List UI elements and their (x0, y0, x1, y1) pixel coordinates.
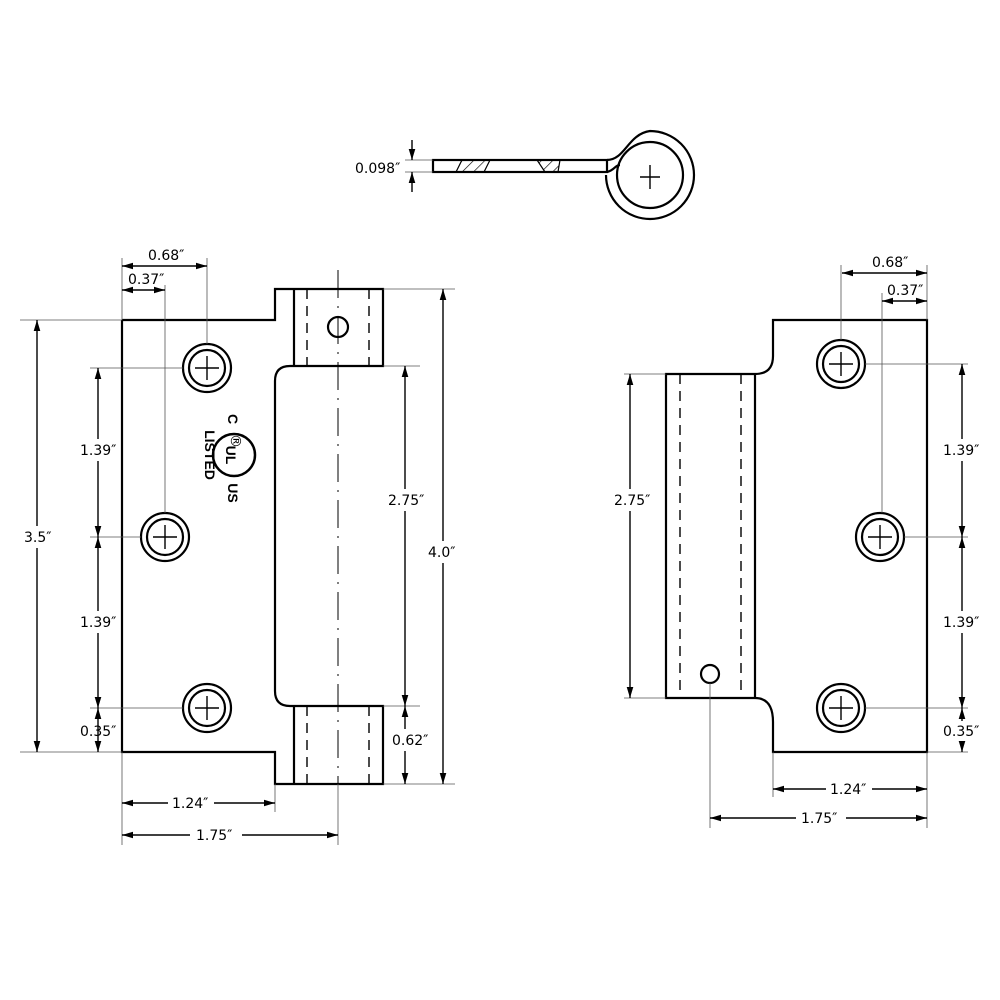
dim-0-37: 0.37″ (887, 283, 923, 299)
svg-text:US: US (225, 483, 241, 502)
svg-text:C: C (225, 414, 241, 424)
dim-1-39-upper: 1.39″ (943, 443, 979, 459)
dim-1-24: 1.24″ (172, 796, 208, 812)
dim-1-39-lower: 1.39″ (80, 615, 116, 631)
dim-0-37: 0.37″ (128, 272, 164, 288)
right-hinge-view: 0.68″ 0.37″ 2.75″ 1.39″ 1.39″ 0.35″ 1.24… (612, 255, 986, 829)
dim-2-75: 2.75″ (614, 493, 650, 509)
dim-1-39-lower: 1.39″ (943, 615, 979, 631)
svg-text:LISTED: LISTED (202, 430, 218, 480)
dim-1-39-upper: 1.39″ (80, 443, 116, 459)
dim-0-68: 0.68″ (872, 255, 908, 271)
dim-0-62: 0.62″ (392, 733, 428, 749)
svg-text:®: ® (227, 434, 243, 448)
pin-hole (326, 315, 350, 339)
ul-listed-logo: UL C US ® LISTED (202, 414, 257, 503)
svg-text:UL: UL (223, 446, 239, 465)
top-section-view: 0.098″ (355, 129, 696, 221)
dim-0-35: 0.35″ (943, 724, 979, 740)
dim-1-75: 1.75″ (801, 811, 837, 827)
pin-hole (699, 663, 721, 685)
dim-4-0: 4.0″ (428, 545, 456, 561)
dim-1-24: 1.24″ (830, 782, 866, 798)
dim-1-75: 1.75″ (196, 828, 232, 844)
dim-0-35: 0.35″ (80, 724, 116, 740)
dim-0-68: 0.68″ (148, 248, 184, 264)
thickness-label: 0.098″ (355, 161, 400, 177)
screw-holes (815, 338, 906, 734)
dim-3-5: 3.5″ (24, 530, 52, 546)
screw-holes (139, 342, 233, 734)
left-hinge-view: UL C US ® LISTED 0.68″ 0.37″ 3.5″ 1.39″ … (20, 248, 462, 846)
dim-2-75: 2.75″ (388, 493, 424, 509)
